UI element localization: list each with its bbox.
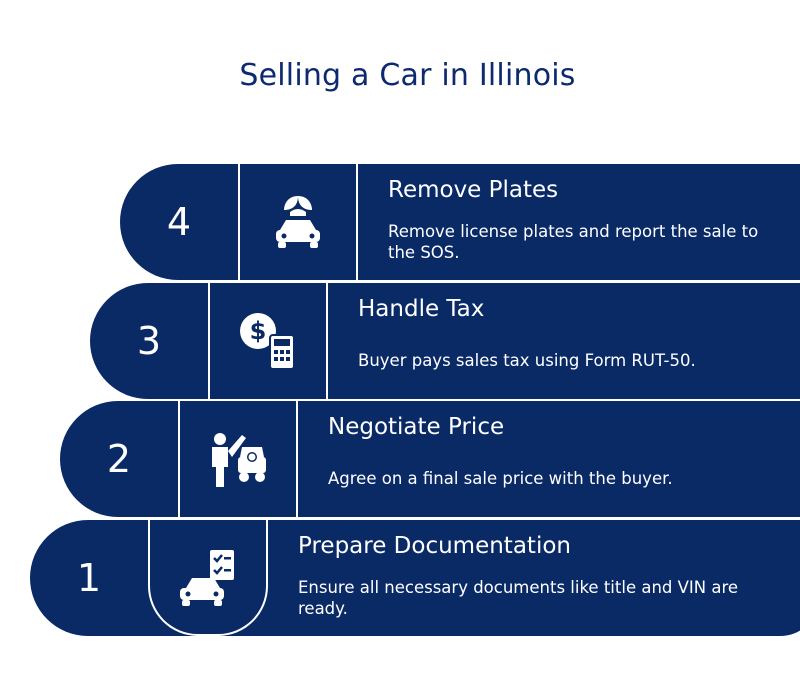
step-description: Remove license plates and report the sal…	[388, 222, 759, 262]
step-3: 3 $ Handle Tax Buyer pays sales tax usin…	[90, 283, 800, 399]
dollar-calculator-icon: $	[236, 309, 300, 373]
svg-text:$: $	[250, 317, 267, 345]
step-description: Buyer pays sales tax using Form RUT-50.	[358, 351, 696, 370]
step-description: Ensure all necessary documents like titl…	[298, 578, 739, 618]
car-with-leaf-icon	[266, 190, 330, 254]
car-checklist-icon	[176, 546, 240, 610]
people-negotiating-car-icon	[206, 427, 270, 491]
step-divider	[238, 164, 358, 280]
step-number: 3	[136, 319, 162, 363]
step-4: 4 Remove Plates Remove license plates an…	[120, 164, 800, 280]
step-number: 4	[166, 200, 192, 244]
step-heading: Handle Tax	[358, 296, 485, 322]
step-1: 1 Prepare Documentation Ensure all neces…	[30, 520, 800, 636]
step-number: 1	[76, 556, 102, 600]
step-divider	[148, 520, 268, 636]
step-description: Agree on a final sale price with the buy…	[328, 469, 673, 488]
page-title: Selling a Car in Illinois	[239, 58, 576, 93]
step-2: 2 Negotiate Price Agree on a final sale …	[60, 401, 800, 517]
step-divider	[208, 283, 328, 399]
step-divider	[178, 401, 298, 517]
step-heading: Negotiate Price	[328, 414, 505, 440]
step-heading: Remove Plates	[388, 177, 559, 203]
step-heading: Prepare Documentation	[298, 533, 571, 559]
step-number: 2	[106, 437, 132, 481]
